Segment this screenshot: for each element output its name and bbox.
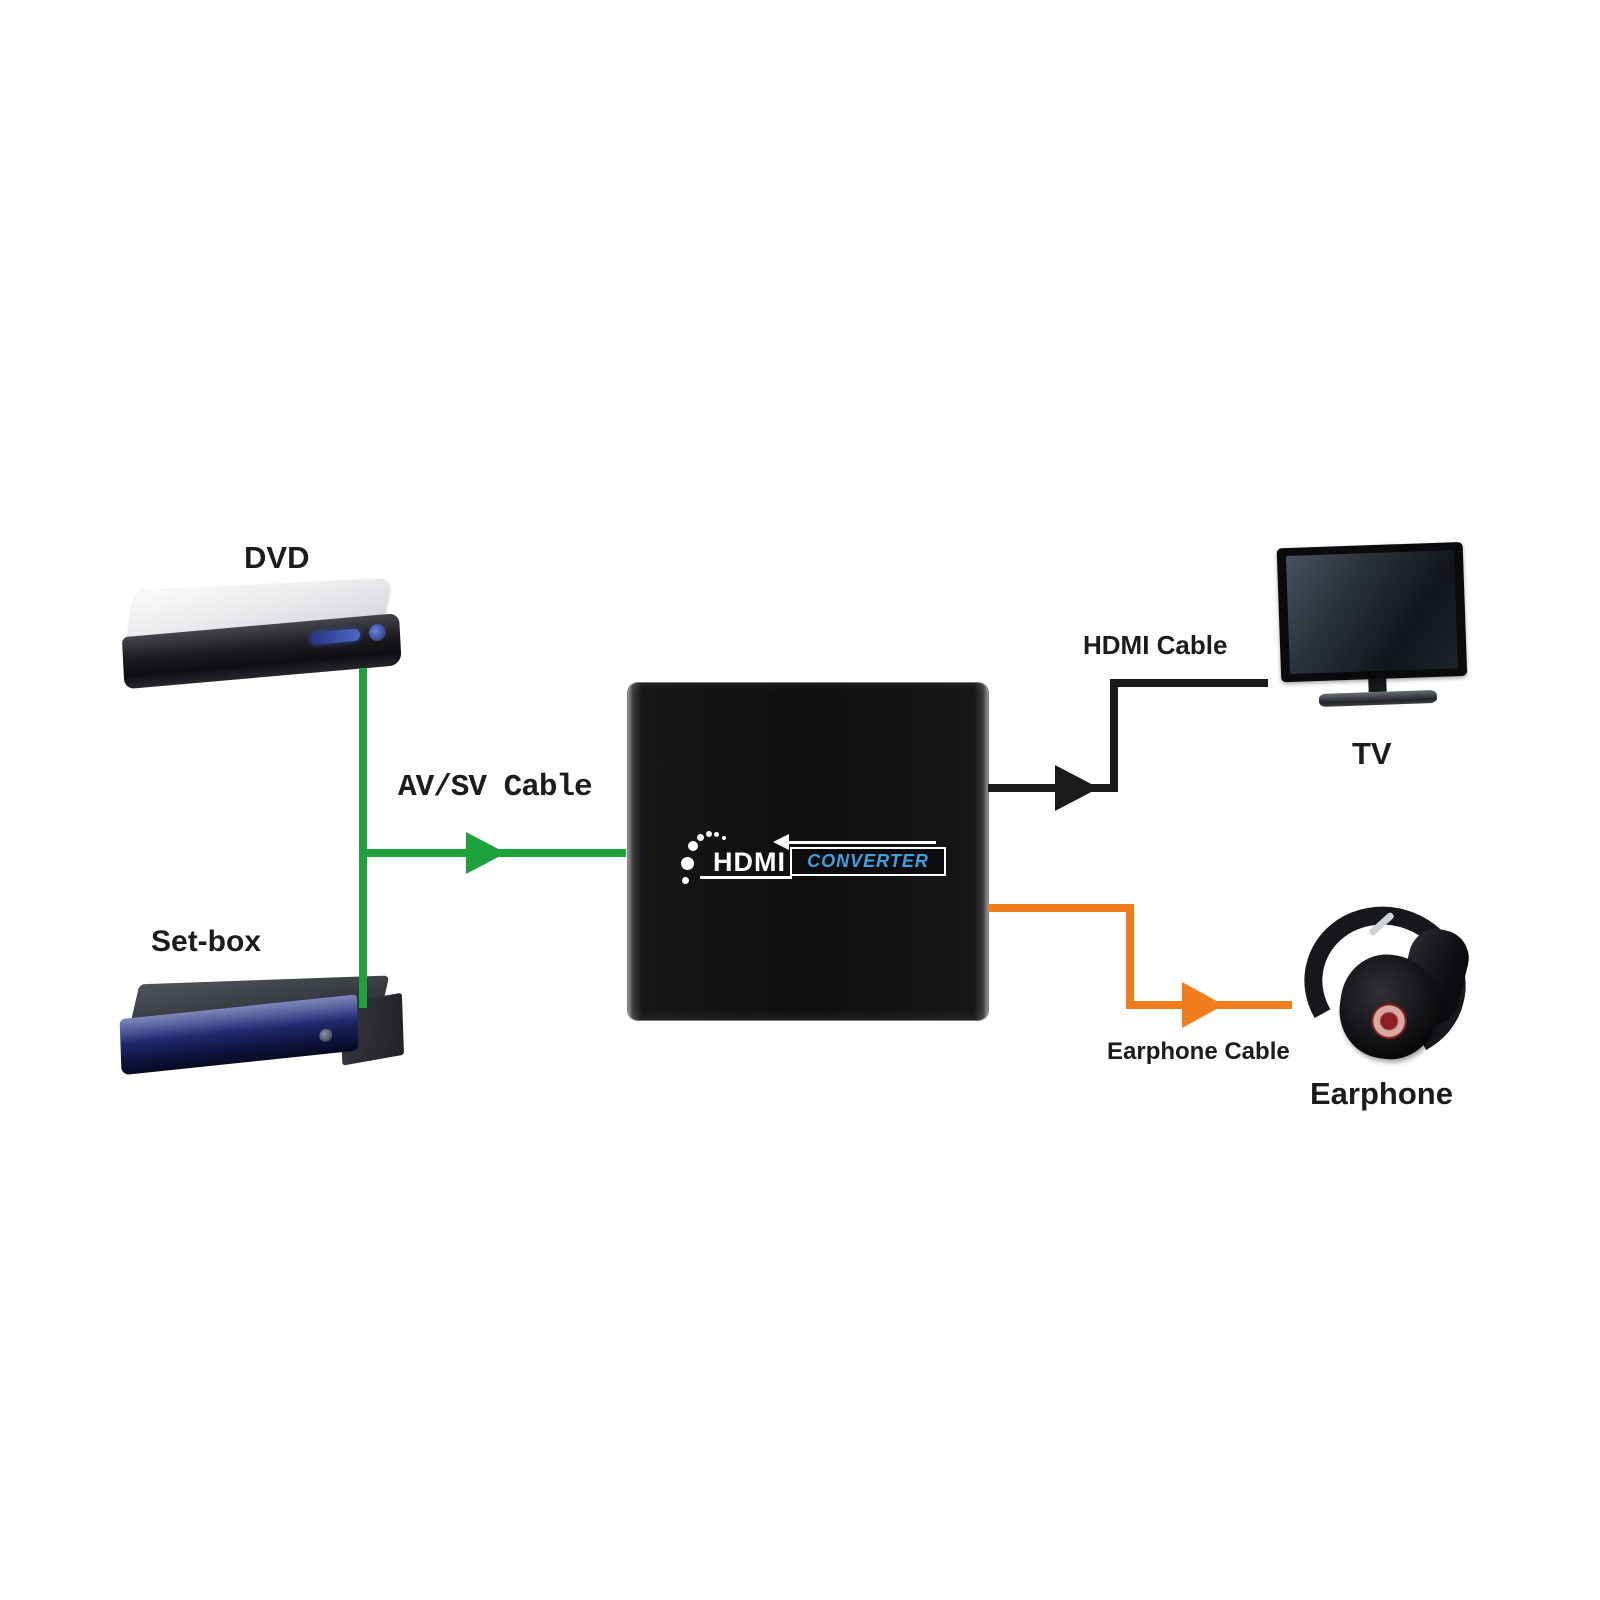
av-sv-cable-arrow-icon (466, 832, 506, 874)
hdmi-cable-line (988, 784, 1114, 792)
earphone-brand-logo-icon (1368, 1000, 1410, 1042)
spinner-dot-icon (681, 857, 694, 870)
hdmi-converter-logo: HDMI CONVERTER (664, 828, 960, 892)
logo-converter-badge: CONVERTER (790, 847, 946, 876)
spinner-dot-icon (688, 841, 698, 851)
spinner-dot-icon (706, 831, 712, 837)
left-arrow-icon (773, 834, 789, 850)
tv-label: TV (1352, 736, 1392, 771)
logo-converter-text: CONVERTER (807, 851, 929, 871)
hdmi-cable-line (1110, 681, 1118, 792)
dvd-display-icon (309, 628, 361, 645)
tv-screen (1285, 550, 1458, 675)
logo-hdmi-text: HDMI (713, 847, 786, 877)
setbox-label: Set-box (151, 925, 262, 958)
tv-image (1276, 541, 1476, 745)
spinner-dot-icon (714, 832, 719, 837)
spinner-dot-icon (722, 836, 726, 840)
hdmi-converter-box: HDMI CONVERTER (628, 683, 988, 1020)
av-sv-cable-vertical-line (359, 668, 367, 1008)
hdmi-cable-label: HDMI Cable (1083, 630, 1228, 660)
spinner-dot-icon (682, 877, 689, 884)
earphone-cable-arrow-icon (1182, 982, 1224, 1028)
earphone-cable-label: Earphone Cable (1107, 1038, 1290, 1065)
earphone-image (1286, 887, 1484, 1081)
tv-stand-base (1318, 689, 1438, 708)
av-sv-cable-label: AV/SV Cable (398, 770, 593, 805)
hdmi-cable-arrow-icon (1055, 765, 1099, 811)
earphone-cable-line (988, 904, 1133, 912)
setbox-power-button-icon (319, 1028, 333, 1043)
earphone-label: Earphone (1310, 1076, 1453, 1111)
hdmi-cable-line (1110, 679, 1268, 687)
dvd-label: DVD (244, 540, 310, 575)
logo-underline (700, 876, 792, 879)
spinner-dot-icon (697, 834, 704, 841)
tv-frame (1276, 541, 1468, 683)
left-arrow-icon (788, 841, 936, 844)
earphone-cable-line (1126, 904, 1134, 1009)
dvd-power-button-icon (368, 623, 387, 642)
